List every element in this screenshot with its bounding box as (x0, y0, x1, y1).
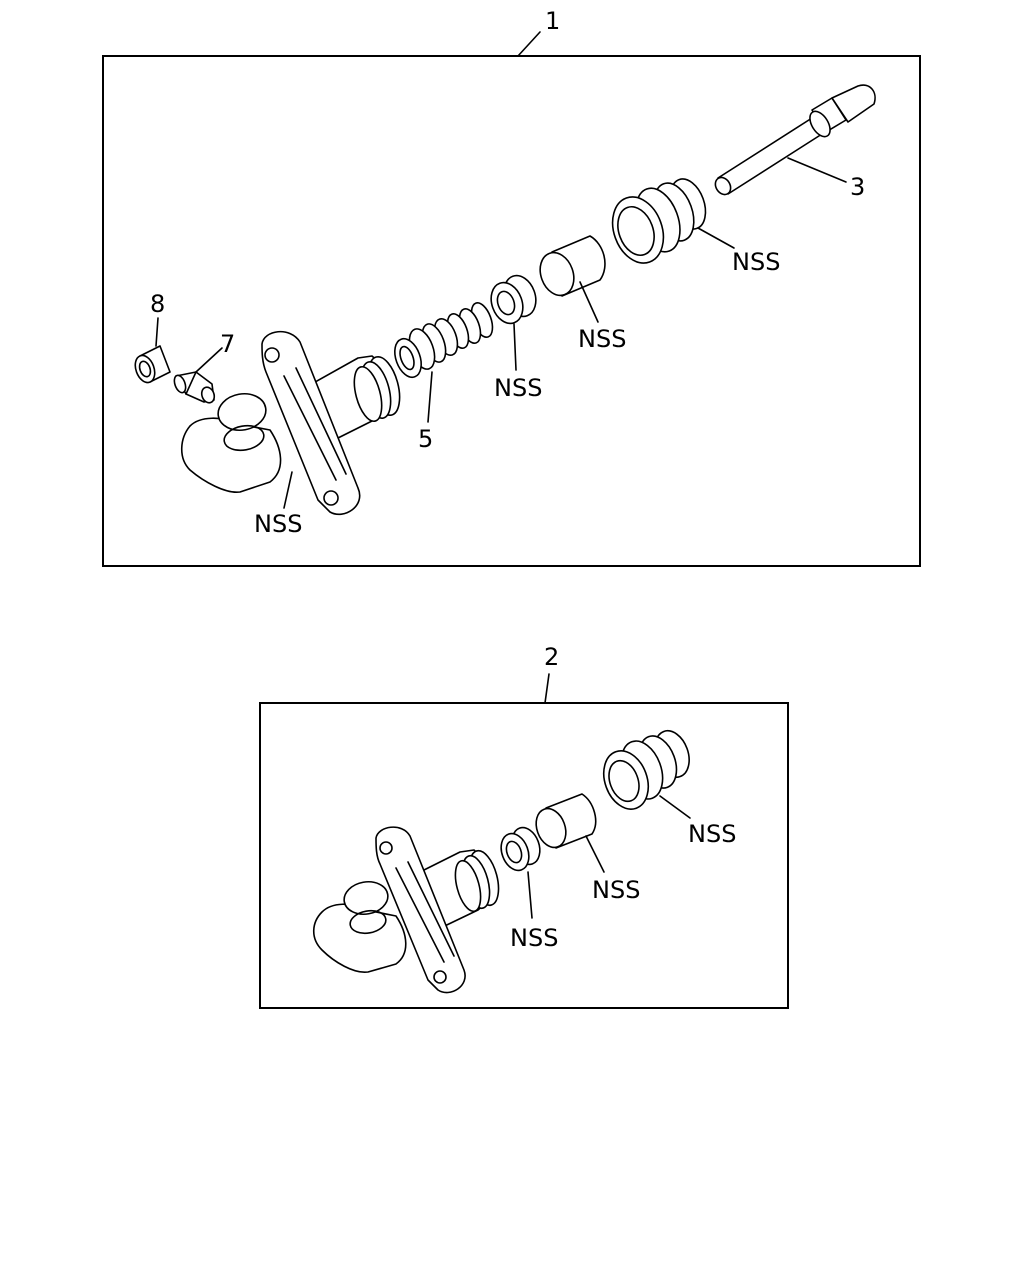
piston (535, 793, 597, 849)
piston-leader-2 (585, 835, 605, 873)
piston-cup-leader-2 (527, 871, 533, 919)
boot-label: NSS (732, 248, 780, 276)
cylinder-body (180, 330, 401, 515)
assembly-1: 1 3 NSS NSS (102, 7, 921, 567)
assembly-2-frame (259, 702, 789, 1009)
boot (602, 729, 690, 810)
assembly-2: 2 NSS NSS NSS (259, 643, 789, 1009)
pushrod-label: 3 (850, 173, 865, 201)
piston-label-2: NSS (592, 876, 640, 904)
cylinder-body (312, 826, 500, 994)
piston-cup (490, 274, 537, 325)
body-leader (283, 471, 293, 509)
pushrod (714, 84, 876, 196)
piston-cup (500, 826, 541, 872)
piston-leader (579, 281, 599, 323)
bleeder-cap-label: 8 (150, 290, 165, 318)
bleeder-screw-leader (195, 347, 223, 373)
pushrod-leader (787, 157, 847, 183)
piston-label: NSS (578, 325, 626, 353)
assembly-1-frame (102, 55, 921, 567)
boot-leader-2 (659, 795, 691, 819)
bleeder-screw (173, 371, 216, 404)
bleeder-cap-leader (155, 317, 159, 347)
spring (394, 302, 494, 379)
boot-label-2: NSS (688, 820, 736, 848)
piston-cup-label-2: NSS (510, 924, 558, 952)
body-label: NSS (254, 510, 302, 538)
assembly-2-number: 2 (544, 643, 559, 671)
assembly-1-number: 1 (545, 7, 560, 35)
assembly-1-leader (517, 31, 541, 57)
piston (539, 235, 606, 297)
boot (611, 178, 707, 264)
assembly-2-leader (544, 673, 550, 704)
boot-leader (697, 227, 735, 249)
spring-leader (427, 371, 433, 423)
bleeder-screw-label: 7 (220, 330, 235, 358)
bleeder-cap (134, 345, 171, 384)
piston-cup-leader (513, 323, 517, 371)
spring-label: 5 (418, 425, 433, 453)
piston-cup-label: NSS (494, 374, 542, 402)
